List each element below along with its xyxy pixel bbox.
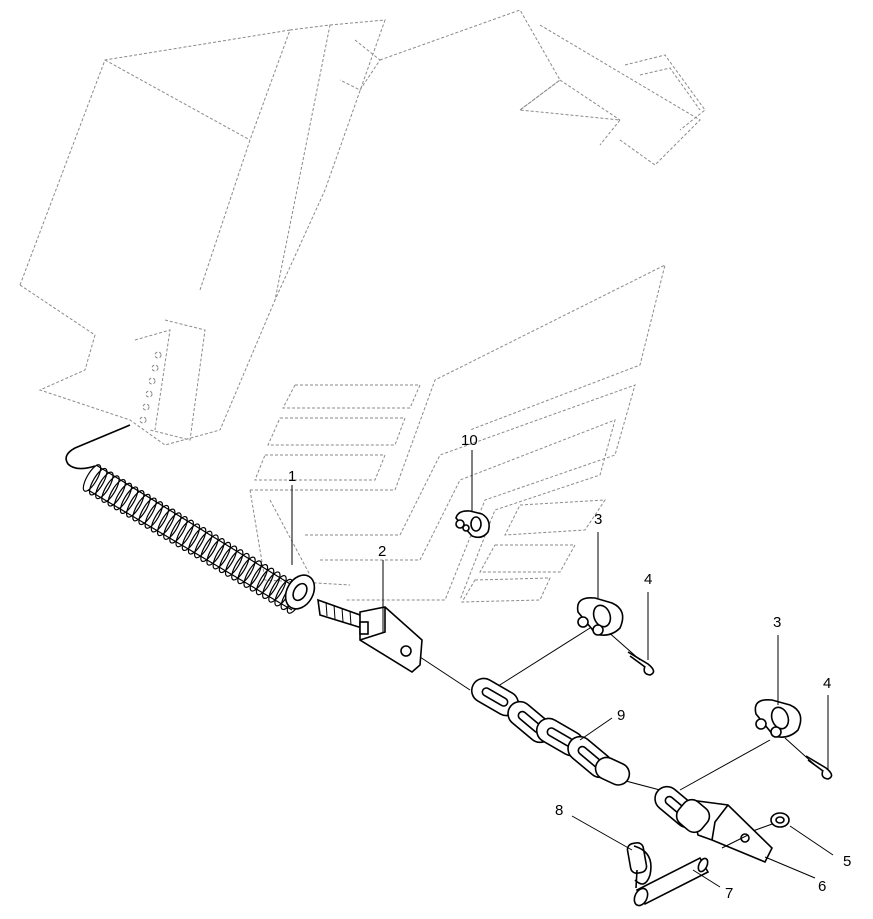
callout-9: 9 — [617, 707, 625, 724]
spring-coil — [200, 534, 219, 563]
spring-coil — [144, 501, 164, 529]
shackle-lower — [754, 698, 802, 738]
washer — [770, 812, 790, 828]
adjuster-bracket — [317, 598, 423, 673]
spring-coil — [224, 549, 244, 577]
tension-spring — [65, 424, 316, 614]
small-shackle — [455, 510, 490, 539]
clevis-pin — [633, 834, 749, 907]
background-logo-outline — [249, 264, 666, 603]
cotter-pin-upper — [627, 651, 655, 676]
callout-4-upper: 4 — [644, 571, 652, 588]
callout-leaders — [291, 450, 834, 888]
spring-coil — [88, 467, 108, 496]
spring-coil — [95, 471, 114, 500]
lower-bracket — [654, 785, 773, 864]
spring-coil — [113, 482, 133, 511]
spring-coil — [206, 538, 225, 566]
callout-numbers: 1 2 3 4 3 4 5 6 7 8 9 10 — [288, 432, 851, 902]
spring-coil — [249, 563, 269, 592]
callout-8: 8 — [555, 802, 563, 819]
spring-coil — [150, 504, 170, 533]
spring-coil — [181, 523, 201, 552]
spring-coil — [82, 464, 102, 492]
spring-coil — [187, 526, 207, 555]
callout-2: 2 — [378, 543, 386, 560]
callout-7: 7 — [725, 885, 733, 902]
spring-coil — [262, 571, 281, 600]
spring-coil — [268, 575, 287, 603]
callout-1: 1 — [288, 468, 296, 485]
callout-6: 6 — [818, 878, 826, 895]
callout-3-upper: 3 — [594, 511, 602, 528]
spring-coil — [163, 512, 182, 540]
spring-coil — [138, 497, 157, 526]
callout-4-lower: 4 — [823, 675, 831, 692]
spring-coil — [101, 475, 120, 503]
spring-coil — [107, 478, 126, 507]
spring-coil — [126, 490, 145, 518]
spring-coil — [255, 567, 275, 596]
linch-pin — [626, 841, 652, 889]
spring-coil — [119, 486, 139, 515]
chain — [470, 677, 631, 786]
callout-3-lower: 3 — [773, 614, 781, 631]
cotter-pin-lower — [805, 755, 833, 780]
machine-frame-outline — [19, 9, 706, 446]
assembly-lines — [419, 627, 816, 833]
spring-coil — [243, 560, 262, 588]
spring-coil — [132, 493, 151, 522]
spring-coil — [231, 552, 250, 581]
callout-5: 5 — [843, 853, 851, 870]
shackle-upper — [576, 596, 624, 636]
spring-coil — [194, 530, 213, 559]
spring-coil — [156, 508, 176, 537]
callout-10: 10 — [461, 432, 478, 449]
spring-coil — [212, 541, 232, 570]
spring-coil — [169, 515, 188, 544]
spring-coil — [175, 519, 194, 548]
spring-coil — [218, 545, 238, 574]
spring-coil — [237, 556, 256, 585]
